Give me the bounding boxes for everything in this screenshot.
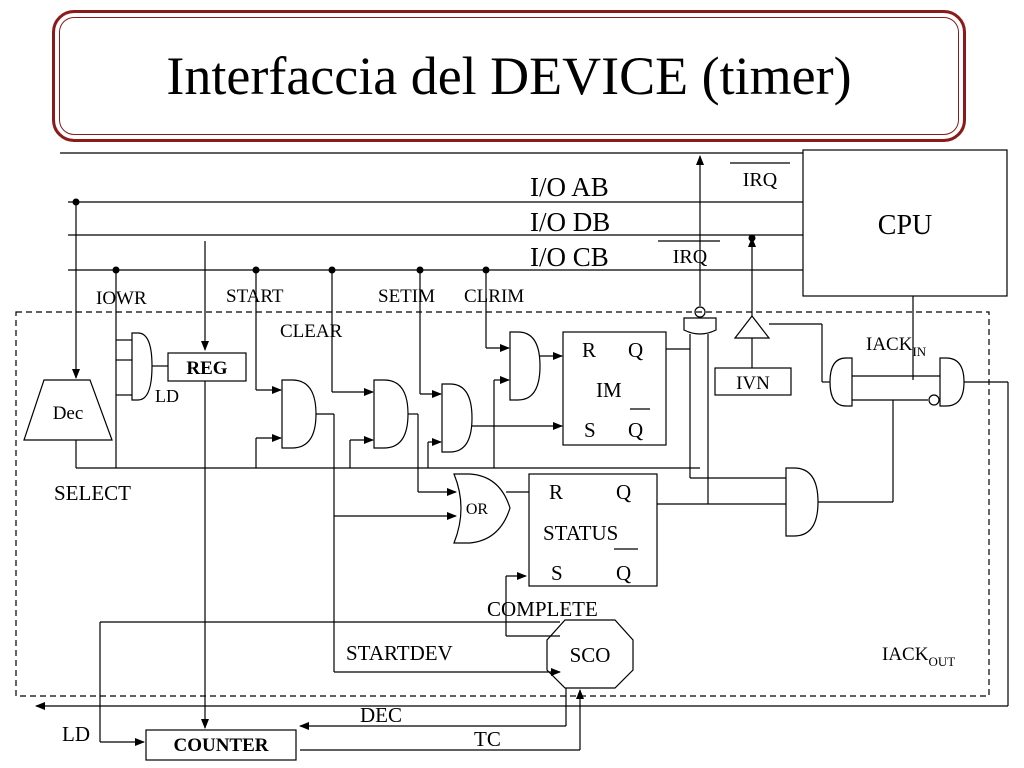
ivn-label: IVN: [736, 373, 770, 394]
setim-and-gate: [441, 383, 473, 453]
dec-signal-label: DEC: [360, 703, 402, 727]
sco-label: SCO: [570, 643, 611, 667]
tc-signal-label: TC: [474, 727, 501, 751]
setim-label: SETIM: [378, 286, 435, 307]
junction-setim: [416, 266, 424, 274]
ivn-box: [714, 367, 792, 396]
bus-db-label: I/O DB: [530, 207, 610, 237]
junction-clear: [328, 266, 336, 274]
im-flipflop: [562, 331, 667, 446]
irq-top-label: IRQ: [743, 169, 778, 191]
start-and-gate: [281, 379, 317, 449]
page-title: Interfaccia del DEVICE (timer): [166, 46, 852, 106]
bus-ab-label: I/O AB: [530, 172, 609, 202]
reg-label: REG: [186, 358, 227, 379]
status-flipflop: [528, 473, 658, 587]
iack-and-right: [939, 357, 965, 407]
iack-in-sub: IN: [912, 344, 926, 359]
cpu-box: [802, 149, 1008, 297]
irq-driver: [683, 317, 717, 335]
junction-ivn: [748, 234, 756, 242]
sco-octagon: [546, 619, 634, 689]
iack-out-label: IACKOUT: [882, 644, 955, 669]
clrim-and-gate: [509, 331, 541, 401]
clear-and-gate: [373, 379, 409, 449]
junction-ab: [72, 198, 80, 206]
iack-out-sub: OUT: [928, 654, 955, 669]
start-label: START: [226, 286, 284, 307]
status-r-label: R: [549, 480, 563, 504]
status-name-label: STATUS: [543, 521, 618, 545]
ivn-buffer: [733, 315, 771, 339]
cpu-label: CPU: [878, 210, 932, 241]
clrim-label: CLRIM: [464, 286, 524, 307]
irq-driver-bubble: [694, 306, 706, 318]
iack-out-main: IACK: [882, 644, 929, 665]
dec-label: Dec: [53, 403, 84, 424]
im-qbar-label: Q: [628, 418, 643, 442]
im-r-label: R: [582, 338, 596, 362]
iack-in-main: IACK: [866, 334, 913, 355]
iowr-label: IOWR: [96, 288, 147, 309]
startdev-label: STARTDEV: [346, 641, 453, 665]
complete-label: COMPLETE: [487, 597, 598, 621]
counter-box: [145, 729, 297, 761]
or-label: OR: [466, 501, 489, 518]
counter-ld-label: LD: [62, 722, 90, 746]
status-qbar-label: Q: [616, 561, 631, 585]
irq-bus-label: IRQ: [673, 246, 708, 268]
bus-cb-label: I/O CB: [530, 242, 609, 272]
or-gate: [453, 473, 511, 544]
junction-clrim: [482, 266, 490, 274]
title-box: Interfaccia del DEVICE (timer): [52, 10, 966, 142]
junction-iowr: [112, 266, 120, 274]
counter-label: COUNTER: [173, 735, 268, 756]
clear-label: CLEAR: [280, 321, 343, 342]
dec-block: [23, 379, 113, 441]
iack-and-left: [829, 357, 853, 407]
status-q-label: Q: [616, 480, 631, 504]
reg-box: [167, 352, 247, 382]
im-s-label: S: [584, 418, 596, 442]
iack-in-label: IACKIN: [866, 334, 927, 359]
im-q-label: Q: [628, 338, 643, 362]
iack-inv-bubble: [928, 394, 940, 406]
iowr-and-gate: [131, 332, 153, 401]
device-boundary: [15, 311, 990, 697]
reg-ld-label: LD: [155, 386, 179, 406]
irq-and-gate: [785, 467, 819, 537]
im-name-label: IM: [596, 378, 622, 402]
status-s-label: S: [551, 561, 563, 585]
select-label: SELECT: [54, 481, 131, 505]
junction-start: [252, 266, 260, 274]
